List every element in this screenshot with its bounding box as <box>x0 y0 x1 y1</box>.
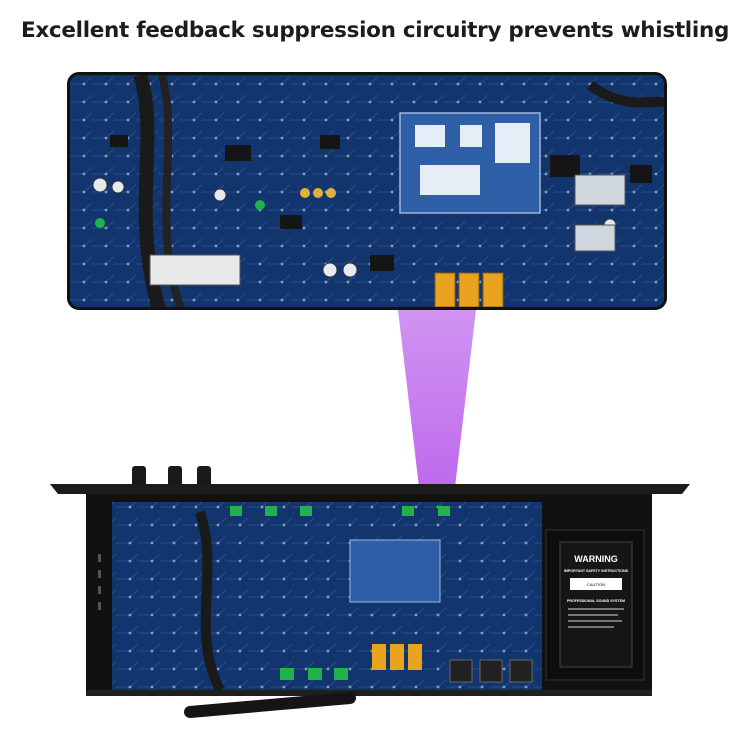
amplifier-chassis: WARNING IMPORTANT SAFETY INSTRUCTIONS CA… <box>50 466 690 718</box>
caution-label: CAUTION <box>587 582 605 587</box>
warning-title: WARNING <box>574 554 618 564</box>
headline: Excellent feedback suppression circuitry… <box>20 18 730 43</box>
warning-subtitle: IMPORTANT SAFETY INSTRUCTIONS <box>564 569 629 573</box>
system-label: PROFESSIONAL SOUND SYSTEM <box>567 599 625 603</box>
pcb-zoom-illustration <box>70 75 664 307</box>
pcb-zoom-panel <box>67 72 667 310</box>
